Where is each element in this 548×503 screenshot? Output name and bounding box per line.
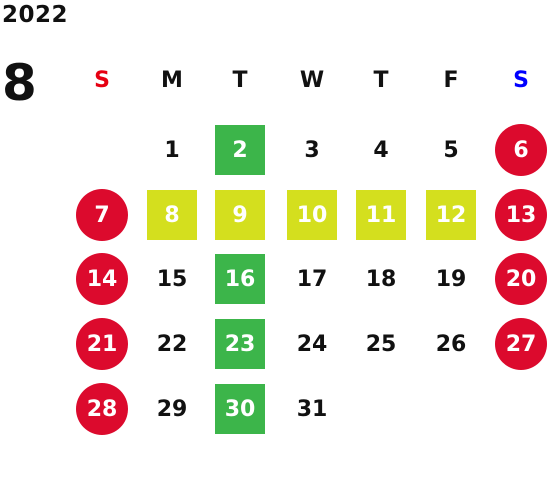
- day-number: 12: [426, 190, 476, 240]
- day-number: [77, 125, 127, 175]
- weekday-sunday: S: [94, 67, 110, 93]
- day-number: 27: [495, 318, 547, 370]
- day-cell: 9: [205, 183, 275, 247]
- weekday-saturday: S: [513, 67, 529, 93]
- weekday-monday: M: [161, 67, 183, 93]
- day-cell: 5: [416, 118, 486, 182]
- day-cell: 21: [67, 312, 137, 376]
- weekday-thursday: T: [373, 67, 389, 93]
- day-cell: 11: [346, 183, 416, 247]
- day-number: 7: [76, 189, 128, 241]
- day-number: 31: [296, 396, 328, 422]
- day-cell: 29: [137, 377, 207, 441]
- day-number: 10: [287, 190, 337, 240]
- day-number: 23: [215, 319, 265, 369]
- day-number: 25: [365, 331, 397, 357]
- day-number: 11: [356, 190, 406, 240]
- day-cell: 4: [346, 118, 416, 182]
- day-number: [356, 384, 406, 434]
- day-cell: 10: [277, 183, 347, 247]
- day-number: 18: [365, 266, 397, 292]
- day-number: [496, 384, 546, 434]
- day-number: 4: [373, 137, 389, 163]
- day-cell: [346, 377, 416, 441]
- day-number: 24: [296, 331, 328, 357]
- day-number: 19: [435, 266, 467, 292]
- day-cell: 13: [486, 183, 548, 247]
- weekday-tuesday: T: [232, 67, 248, 93]
- day-cell: 17: [277, 247, 347, 311]
- day-number: 3: [304, 137, 320, 163]
- day-number: 30: [215, 384, 265, 434]
- day-cell: 3: [277, 118, 347, 182]
- day-cell: 1: [137, 118, 207, 182]
- day-number: [426, 384, 476, 434]
- day-cell: 16: [205, 247, 275, 311]
- weekday-friday: F: [443, 67, 459, 93]
- day-number: 5: [443, 137, 459, 163]
- day-number: 2: [215, 125, 265, 175]
- day-cell: 15: [137, 247, 207, 311]
- year-label: 2022: [2, 2, 69, 28]
- day-cell: 12: [416, 183, 486, 247]
- day-cell: 27: [486, 312, 548, 376]
- day-number: 9: [215, 190, 265, 240]
- day-cell: [416, 377, 486, 441]
- day-cell: 31: [277, 377, 347, 441]
- day-number: 21: [76, 318, 128, 370]
- day-number: 20: [495, 253, 547, 305]
- day-cell: 8: [137, 183, 207, 247]
- day-cell: 2: [205, 118, 275, 182]
- day-cell: 19: [416, 247, 486, 311]
- day-number: 15: [156, 266, 188, 292]
- month-number: 8: [2, 54, 37, 112]
- day-cell: 7: [67, 183, 137, 247]
- day-cell: 18: [346, 247, 416, 311]
- day-cell: 22: [137, 312, 207, 376]
- day-cell: 20: [486, 247, 548, 311]
- day-cell: 14: [67, 247, 137, 311]
- day-number: 14: [76, 253, 128, 305]
- day-number: 17: [296, 266, 328, 292]
- day-number: 16: [215, 254, 265, 304]
- day-number: 1: [164, 137, 180, 163]
- day-cell: 26: [416, 312, 486, 376]
- day-number: 13: [495, 189, 547, 241]
- day-number: 22: [156, 331, 188, 357]
- day-cell: 28: [67, 377, 137, 441]
- day-cell: [486, 377, 548, 441]
- day-number: 6: [495, 124, 547, 176]
- day-number: 29: [156, 396, 188, 422]
- day-cell: 6: [486, 118, 548, 182]
- day-cell: 23: [205, 312, 275, 376]
- day-number: 28: [76, 383, 128, 435]
- day-cell: [67, 118, 137, 182]
- day-cell: 24: [277, 312, 347, 376]
- day-number: 26: [435, 331, 467, 357]
- weekday-wednesday: W: [299, 67, 325, 93]
- day-cell: 25: [346, 312, 416, 376]
- day-cell: 30: [205, 377, 275, 441]
- day-number: 8: [147, 190, 197, 240]
